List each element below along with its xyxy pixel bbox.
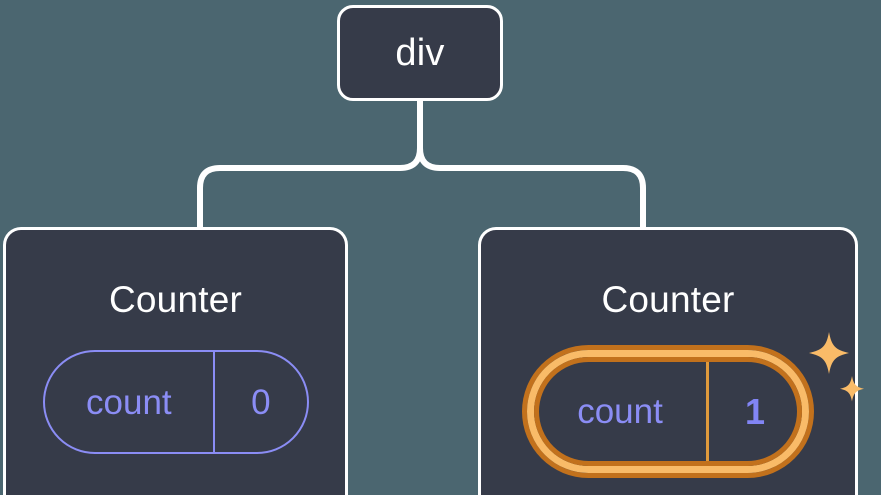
- state-pill-divider-left: [213, 352, 216, 452]
- state-pill-right[interactable]: count 1: [527, 350, 809, 473]
- state-pill-divider-right: [706, 357, 709, 466]
- state-pill-wrapper-left: count 0: [42, 350, 309, 454]
- node-counter-right-label: Counter: [601, 279, 735, 320]
- state-value-right: 1: [744, 390, 766, 432]
- sparkle-small-icon: [840, 376, 864, 402]
- state-key-right: count: [577, 392, 663, 431]
- node-counter-left-label: Counter: [108, 279, 243, 320]
- state-value-left: 0: [251, 382, 271, 422]
- node-counter-left[interactable]: Counter count 0: [3, 227, 348, 495]
- node-div-label: div: [395, 32, 445, 74]
- sparkle-large-icon: [809, 332, 849, 374]
- node-div[interactable]: div: [337, 5, 503, 101]
- state-pill-wrapper-right: count 1: [527, 332, 864, 473]
- sparkle-group: [809, 332, 864, 402]
- node-counter-right[interactable]: Counter count 1: [478, 227, 864, 495]
- state-key-left: count: [86, 382, 172, 422]
- connector-left: [197, 98, 423, 231]
- state-pill-left[interactable]: count 0: [42, 350, 309, 454]
- connector-right: [417, 98, 646, 231]
